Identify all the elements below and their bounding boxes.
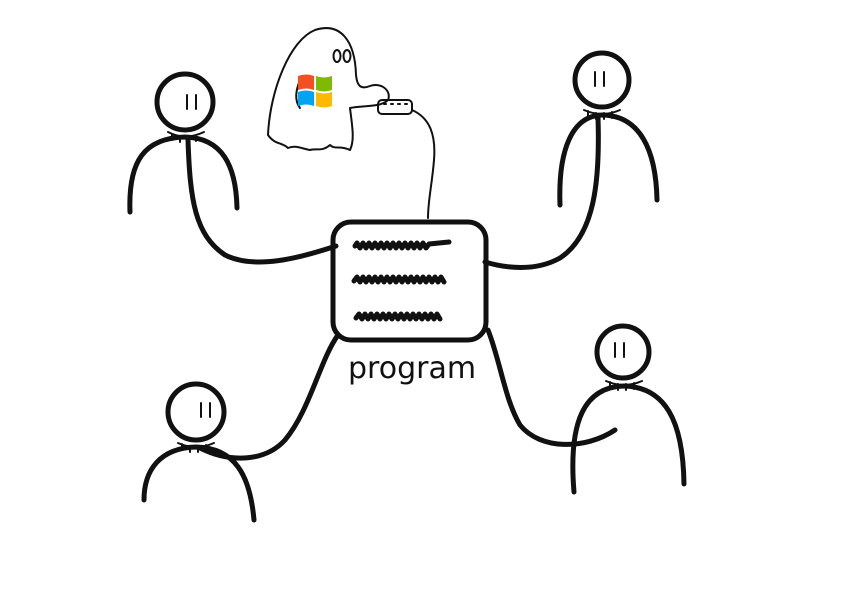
keyboard-icon [377, 99, 413, 115]
person-head [594, 323, 652, 381]
person-body [141, 444, 257, 523]
program-label: program [348, 351, 476, 386]
code-line-1 [352, 239, 452, 251]
person-head [154, 71, 216, 133]
program-screen [330, 219, 489, 343]
connection-top-left [185, 137, 339, 265]
keyboard-body [377, 99, 413, 115]
ghost-eye [342, 49, 352, 63]
person-head [165, 381, 227, 443]
logo-red [298, 74, 314, 90]
ghost-body [267, 27, 390, 151]
person-top-left [127, 71, 240, 215]
keyboard-cable [411, 109, 436, 219]
program-box: program [330, 219, 489, 386]
code-line-3 [353, 311, 443, 322]
person-head [572, 50, 632, 110]
connections [185, 109, 618, 461]
connection-top-right [482, 115, 601, 270]
logo-yellow [316, 92, 332, 108]
logo-blue [298, 90, 314, 106]
person-body [570, 383, 687, 495]
person-top-right [557, 50, 660, 208]
logo-green [316, 76, 332, 92]
ghost-eye [332, 49, 342, 63]
code-line-2 [351, 274, 447, 285]
windows-logo-icon [298, 74, 332, 108]
connection-bottom-right [485, 327, 618, 447]
person-body [557, 112, 660, 208]
person-body [127, 134, 240, 215]
person-bottom-left [141, 381, 257, 523]
person-bottom-right [570, 323, 687, 495]
